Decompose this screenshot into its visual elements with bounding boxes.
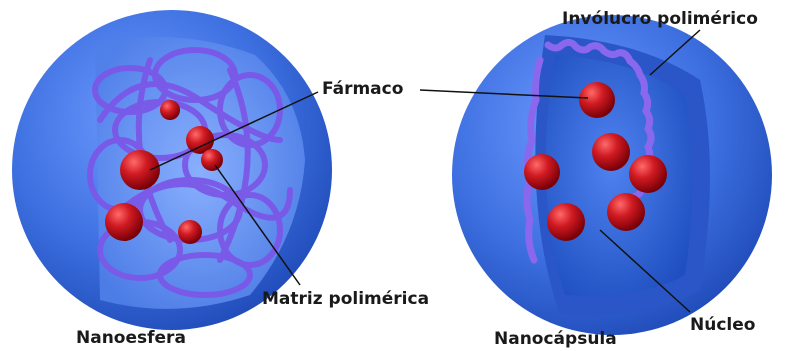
nanocapsule-core — [546, 55, 693, 296]
polymer-envelope-label: Invólucro polimérico — [562, 9, 758, 29]
drug-particle — [160, 100, 180, 120]
nanocapsule-illustration — [452, 15, 772, 335]
drug-particle — [524, 154, 560, 190]
drug-particle — [629, 155, 667, 193]
nucleus-label: Núcleo — [690, 315, 755, 335]
drug-particle — [579, 82, 615, 118]
drug-particle — [105, 203, 143, 241]
drug-label: Fármaco — [322, 79, 403, 99]
drug-particle — [592, 133, 630, 171]
nanocapsule-label: Nanocápsula — [494, 329, 617, 349]
drug-particle — [120, 150, 160, 190]
drug-particle — [201, 149, 223, 171]
drug-particle — [547, 203, 585, 241]
drug-particle — [178, 220, 202, 244]
drug-particle — [607, 193, 645, 231]
nanosphere-illustration — [12, 10, 332, 330]
nanosphere-label: Nanoesfera — [76, 328, 186, 348]
polymer-matrix-label: Matriz polimérica — [262, 289, 429, 309]
